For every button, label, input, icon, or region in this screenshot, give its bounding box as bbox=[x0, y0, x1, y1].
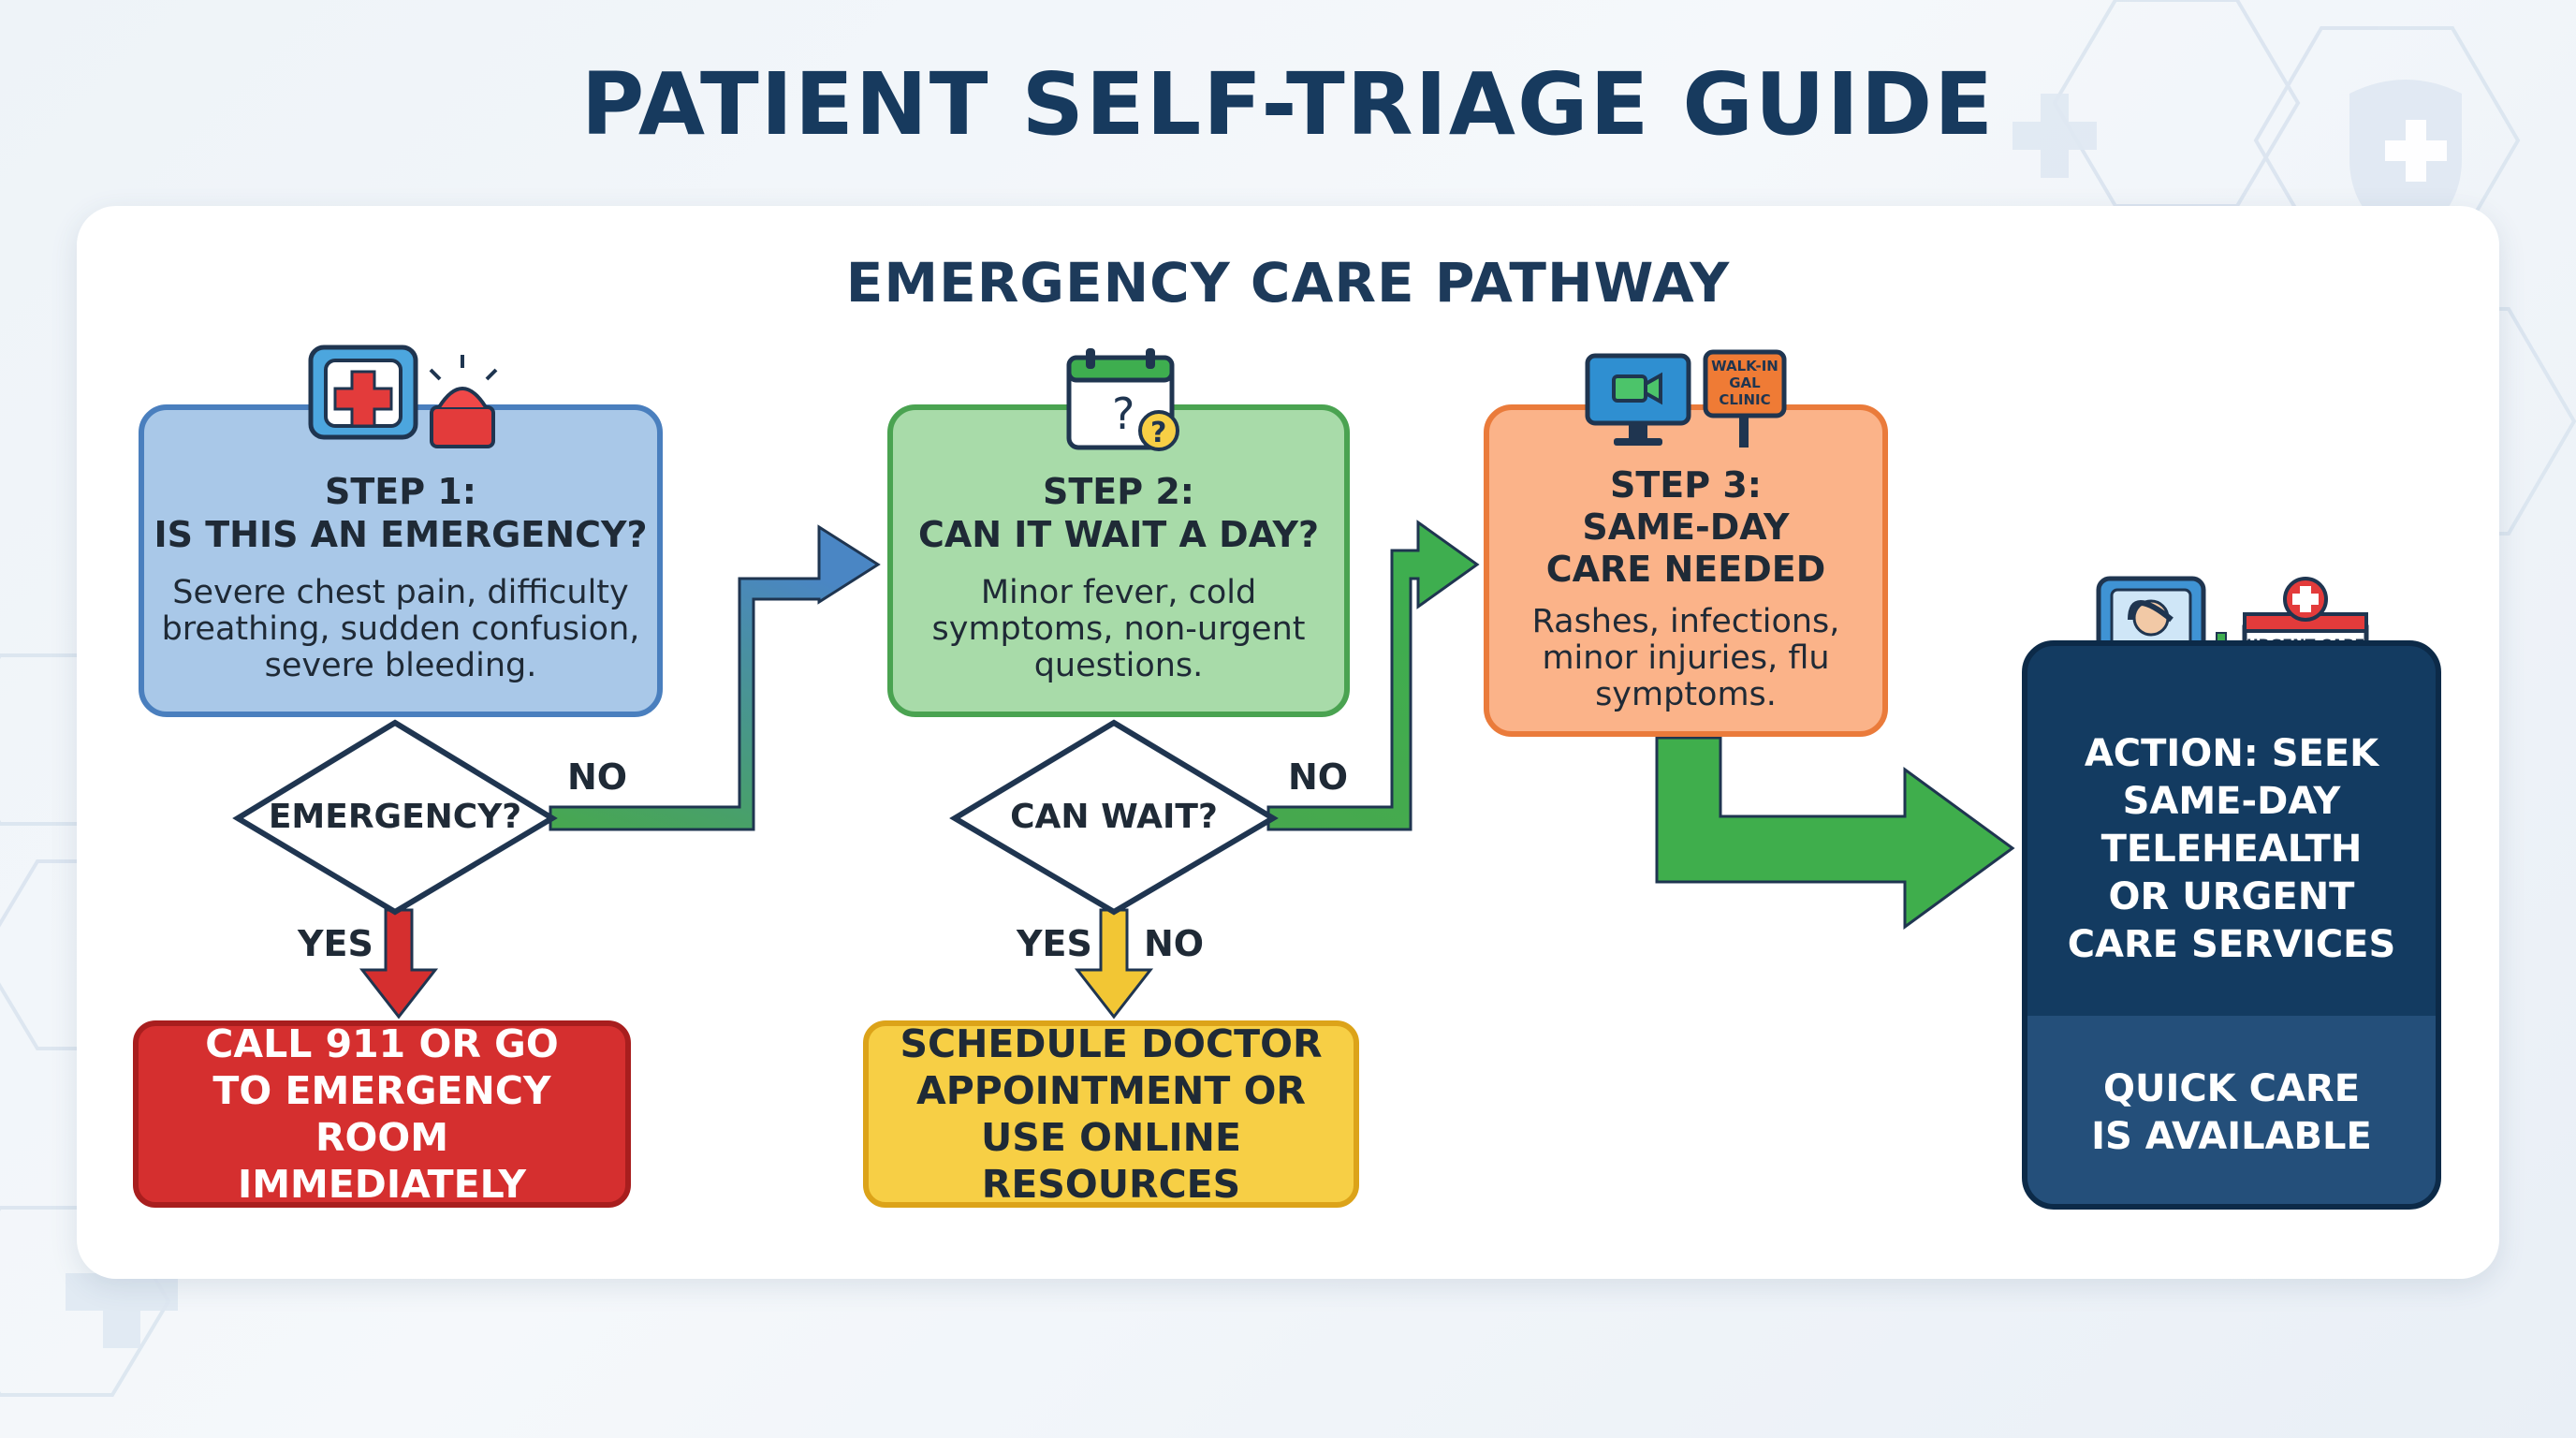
step2-description: Minor fever, cold symptoms, non-urgent q… bbox=[931, 574, 1306, 684]
result-emergency: CALL 911 OR GO TO EMERGENCY ROOM IMMEDIA… bbox=[133, 1020, 631, 1208]
action-note-area: QUICK CARE IS AVAILABLE bbox=[2027, 1016, 2436, 1204]
svg-text:?: ? bbox=[1150, 417, 1166, 449]
calendar-question-icon: ? ? bbox=[1066, 348, 1179, 451]
pathway-title: EMERGENCY CARE PATHWAY bbox=[845, 251, 1731, 315]
svg-text:WALK-IN: WALK-IN bbox=[1711, 358, 1778, 374]
step3-description: Rashes, infections, minor injuries, flu … bbox=[1531, 603, 1840, 713]
decision-diamond-1 bbox=[232, 719, 558, 916]
no-connector-2 bbox=[1266, 520, 1480, 831]
svg-text:GAL: GAL bbox=[1729, 374, 1761, 391]
step3-box: STEP 3: SAME-DAY CARE NEEDED Rashes, inf… bbox=[1484, 404, 1888, 737]
step3-action-arrow bbox=[1655, 736, 2015, 930]
telehealth-clinic-icon: WALK-IN GAL CLINIC bbox=[1585, 349, 1787, 448]
page-title: PATIENT SELF-TRIAGE GUIDE bbox=[580, 54, 1996, 154]
decision1-label: EMERGENCY? bbox=[268, 798, 522, 836]
step2-number: STEP 2: bbox=[1043, 471, 1194, 512]
action-box: ACTION: SEEK SAME-DAY TELEHEALTH OR URGE… bbox=[2022, 640, 2441, 1210]
action-text-area: ACTION: SEEK SAME-DAY TELEHEALTH OR URGE… bbox=[2027, 646, 2436, 1016]
step3-number: STEP 3: bbox=[1610, 464, 1762, 506]
action-note: QUICK CARE IS AVAILABLE bbox=[2091, 1066, 2372, 1158]
yes-arrow-wait bbox=[1074, 908, 1154, 1020]
result-wait: SCHEDULE DOCTOR APPOINTMENT OR USE ONLIN… bbox=[863, 1020, 1359, 1208]
decision1-no-label: NO bbox=[567, 756, 628, 798]
step3-heading-line2: SAME-DAY bbox=[1582, 506, 1790, 548]
step1-number: STEP 1: bbox=[325, 471, 476, 512]
step1-box: STEP 1: IS THIS AN EMERGENCY? Severe che… bbox=[139, 404, 663, 717]
step1-question: IS THIS AN EMERGENCY? bbox=[154, 514, 648, 555]
step2-box: STEP 2: CAN IT WAIT A DAY? Minor fever, … bbox=[887, 404, 1350, 717]
decision2-yes-label: YES bbox=[1017, 923, 1092, 964]
yes-arrow-emergency bbox=[359, 908, 439, 1020]
decision-diamond-2 bbox=[949, 719, 1279, 916]
svg-text:?: ? bbox=[1112, 389, 1134, 439]
no-connector-1 bbox=[549, 524, 881, 831]
svg-text:CLINIC: CLINIC bbox=[1719, 391, 1770, 408]
step3-heading-line3: CARE NEEDED bbox=[1545, 549, 1826, 590]
result-emergency-text: CALL 911 OR GO TO EMERGENCY ROOM IMMEDIA… bbox=[205, 1021, 559, 1207]
decision2-no-bottom-label: NO bbox=[1144, 923, 1205, 964]
step2-question: CAN IT WAIT A DAY? bbox=[917, 514, 1320, 555]
step1-description: Severe chest pain, difficulty breathing,… bbox=[161, 574, 640, 684]
medical-alert-icon bbox=[308, 345, 498, 448]
action-text: ACTION: SEEK SAME-DAY TELEHEALTH OR URGE… bbox=[2067, 732, 2396, 966]
decision2-no-label: NO bbox=[1288, 756, 1349, 798]
result-wait-text: SCHEDULE DOCTOR APPOINTMENT OR USE ONLIN… bbox=[900, 1021, 1323, 1207]
decision2-label: CAN WAIT? bbox=[1010, 798, 1218, 836]
decision1-yes-label: YES bbox=[298, 923, 373, 964]
